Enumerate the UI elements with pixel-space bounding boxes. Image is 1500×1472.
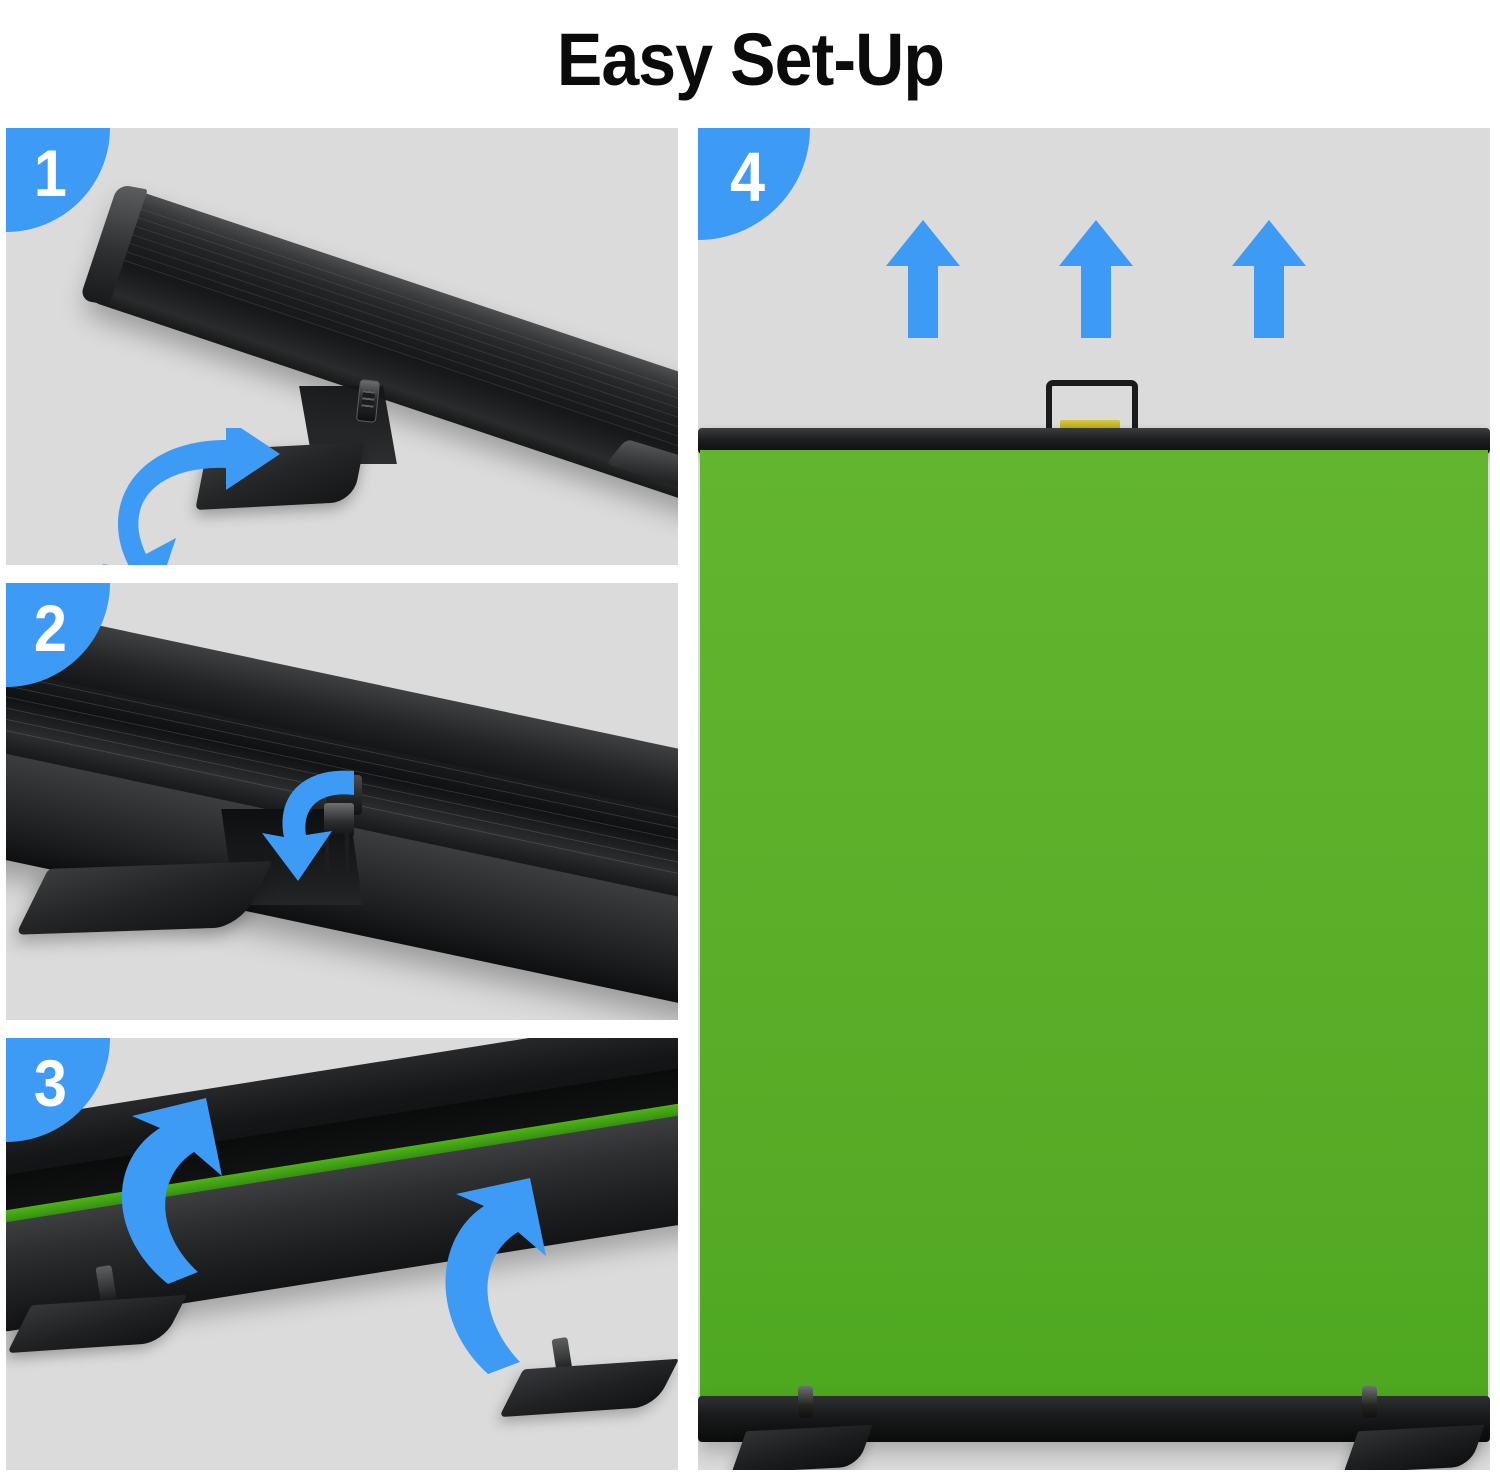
up-arrow-icon bbox=[1232, 220, 1306, 338]
step-number-2: 2 bbox=[33, 591, 67, 665]
step-badge-1: 1 bbox=[6, 128, 110, 232]
up-arrow-icon bbox=[886, 220, 960, 338]
step-3-illustration bbox=[6, 1038, 678, 1470]
support-foot bbox=[15, 861, 273, 935]
latch-clip-right-icon bbox=[1362, 1386, 1377, 1418]
green-screen-backdrop bbox=[700, 450, 1488, 1402]
curved-lift-arrow-right-icon bbox=[445, 1178, 546, 1374]
latch-clip-left-icon bbox=[798, 1386, 813, 1418]
up-arrow-icon bbox=[1059, 220, 1133, 338]
curved-rotate-arrow-icon bbox=[102, 428, 280, 565]
curved-lift-arrow-left-icon bbox=[121, 1098, 222, 1284]
clasp-hook bbox=[325, 831, 349, 877]
step-4-illustration bbox=[698, 128, 1490, 1470]
step-number-1: 1 bbox=[33, 136, 67, 210]
step-panel-4: 4 bbox=[698, 128, 1490, 1470]
support-foot-left bbox=[731, 1424, 873, 1470]
top-support-bar bbox=[698, 428, 1490, 454]
setup-steps-grid: 1 2 bbox=[0, 126, 1500, 1472]
page-header: Easy Set-Up bbox=[0, 0, 1500, 120]
pull-up-arrow-group bbox=[886, 220, 1306, 340]
step-number-4: 4 bbox=[729, 138, 765, 216]
support-foot-right bbox=[1343, 1424, 1485, 1470]
step-panel-2: 2 bbox=[6, 583, 678, 1020]
step-panel-3: 3 bbox=[6, 1038, 678, 1470]
page-title: Easy Set-Up bbox=[556, 18, 944, 101]
step-1-illustration bbox=[6, 128, 678, 565]
step-panel-1: 1 bbox=[6, 128, 678, 565]
step-2-illustration bbox=[6, 583, 678, 1020]
hooked-down-arrow-icon bbox=[262, 770, 354, 881]
top-pull-handle bbox=[1046, 380, 1138, 432]
step-badge-2: 2 bbox=[6, 583, 110, 687]
step-number-3: 3 bbox=[33, 1046, 67, 1120]
